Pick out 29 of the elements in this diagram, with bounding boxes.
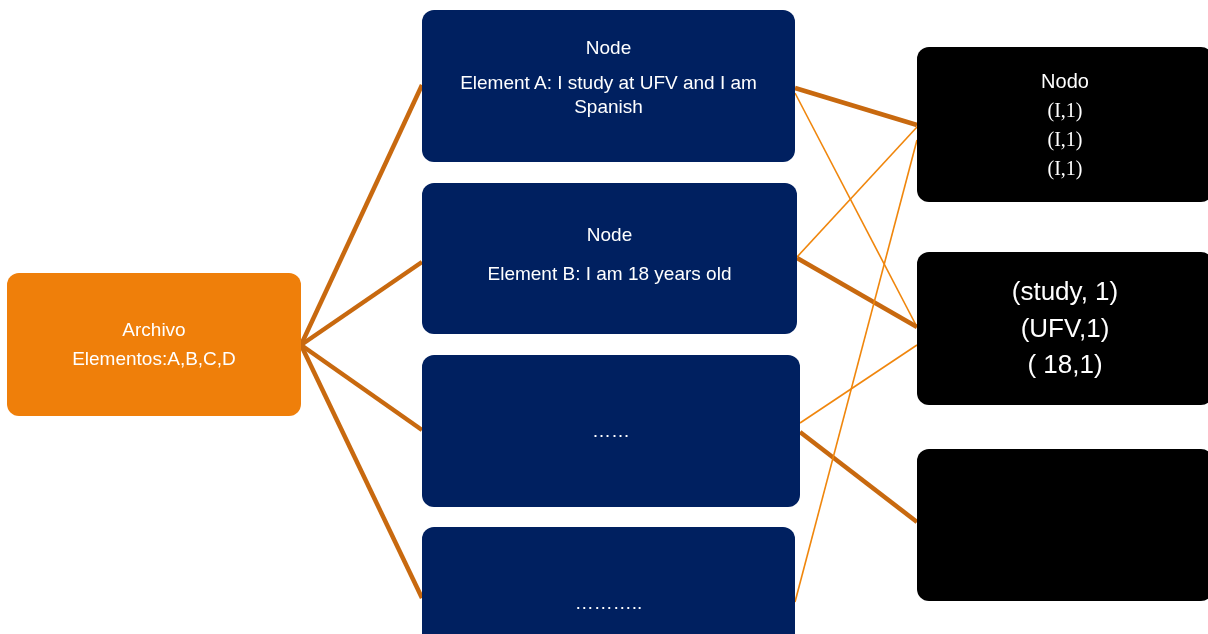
- connector-line: [794, 85, 918, 128]
- connector-line: [795, 256, 919, 329]
- connector-line: [798, 430, 919, 524]
- process-box: [917, 47, 1208, 202]
- node-text: ………..: [574, 591, 643, 615]
- process-box: [422, 527, 795, 634]
- node-text: Node: [586, 223, 633, 247]
- process-box: [917, 252, 1208, 405]
- node-text: Element B: I am 18 years old: [487, 261, 732, 286]
- process-box: [422, 183, 797, 334]
- process-box: [422, 10, 795, 162]
- process-box: [422, 355, 800, 507]
- connector-line: [799, 344, 918, 424]
- node-text: (UFV,1): [1020, 311, 1110, 345]
- node-text: (I,1): [1047, 156, 1083, 181]
- node-text: ( 18,1): [1027, 348, 1103, 382]
- connector-line: [794, 139, 918, 603]
- node-text: ……: [592, 418, 630, 443]
- node-text: Nodo: [1041, 69, 1089, 94]
- node-text: Elementos:A,B,C,D: [72, 346, 236, 371]
- connector-line: [796, 126, 918, 258]
- process-box: [7, 273, 301, 416]
- empty-box: [917, 449, 1208, 601]
- node-text: Archivo: [122, 317, 186, 342]
- node-text: Element A: I study at UFV and I am Spanish: [459, 70, 758, 120]
- node-text: (I,1): [1047, 98, 1083, 123]
- node-text: (study, 1): [1011, 274, 1119, 308]
- node-text: (I,1): [1047, 127, 1083, 152]
- node-text: Node: [585, 36, 632, 60]
